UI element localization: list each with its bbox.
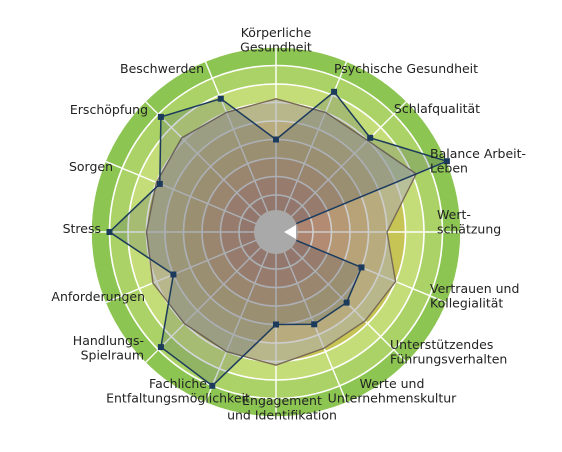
axis-label-line: Erschöpfung (70, 102, 148, 117)
axis-label-14: Erschöpfung (70, 102, 148, 117)
data-point-14 (157, 113, 164, 120)
data-point-1 (331, 88, 338, 95)
axis-label-line: Anforderungen (51, 289, 145, 304)
data-point-11 (170, 271, 177, 278)
axis-label-line: Beschwerden (120, 61, 204, 76)
data-point-5 (358, 264, 365, 271)
data-point-2 (367, 134, 374, 141)
data-point-8 (273, 321, 279, 328)
axis-label-line: Gesundheit (240, 39, 312, 54)
axis-label-line: Handlungs- (73, 332, 144, 347)
axis-label-line: schätzung (437, 221, 501, 236)
data-point-6 (343, 299, 350, 306)
axis-label-12: Stress (63, 221, 101, 236)
axis-label-line: Körperliche (241, 24, 312, 39)
data-point-15 (217, 95, 224, 102)
data-point-9 (209, 382, 216, 389)
axis-label-line: Engagement (242, 392, 322, 407)
axis-label-line: Kollegialität (430, 295, 503, 310)
data-point-10 (157, 344, 164, 351)
axis-label-line: Unternehmenskultur (328, 390, 457, 405)
axis-label-line: Stress (63, 221, 101, 236)
axis-label-10: Handlungs-Spielraum (73, 332, 144, 362)
axis-label-1: Psychische Gesundheit (334, 61, 478, 76)
axis-label-line: Psychische Gesundheit (334, 61, 478, 76)
data-point-12 (106, 229, 113, 235)
axis-label-line: Unterstützendes (390, 336, 493, 351)
axis-label-13: Sorgen (69, 159, 113, 174)
axis-label-4: Wert-schätzung (437, 206, 501, 236)
data-point-3 (443, 158, 450, 165)
axis-label-line: und Identifikation (227, 407, 337, 422)
axis-label-line: Balance Arbeit- (430, 145, 526, 160)
axis-label-line: Leben (430, 160, 468, 175)
axis-label-15: Beschwerden (120, 61, 204, 76)
hub-pointer (284, 225, 296, 239)
axis-label-line: Sorgen (69, 159, 113, 174)
axis-label-line: Führungsverhalten (390, 351, 507, 366)
axis-label-line: Werte und (360, 375, 425, 390)
data-point-13 (156, 180, 163, 187)
axis-label-line: Vertrauen und (430, 280, 519, 295)
axis-label-line: Wert- (437, 206, 471, 221)
axis-label-line: Spielraum (81, 347, 144, 362)
axis-label-line: Entfaltungsmöglichkeit (106, 390, 250, 405)
radar-hub (254, 210, 298, 254)
axis-label-line: Schlafqualität (394, 101, 480, 116)
axis-label-3: Balance Arbeit-Leben (430, 145, 526, 175)
axis-label-2: Schlafqualität (394, 101, 480, 116)
data-point-0 (273, 136, 279, 143)
axis-label-line: Fachliche (149, 375, 207, 390)
data-point-7 (311, 321, 318, 328)
axis-label-11: Anforderungen (51, 289, 145, 304)
